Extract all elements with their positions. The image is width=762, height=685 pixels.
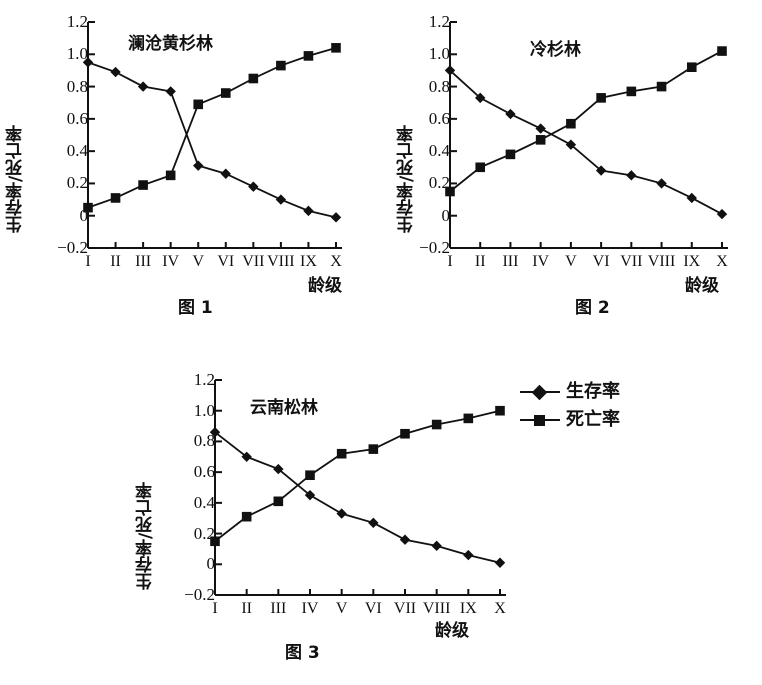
y-axis-tick: 0.6 xyxy=(428,108,450,128)
x-axis-tick: VIII xyxy=(422,600,451,617)
y-axis-tick: −0.2 xyxy=(57,238,88,257)
x-axis-tick: I xyxy=(447,253,453,270)
x-axis-tick: I xyxy=(85,253,91,270)
figure-caption-1: 图 1 xyxy=(178,298,213,318)
legend-item-mortality: 死亡率 xyxy=(520,406,620,434)
y-axis-tick: 0.2 xyxy=(428,173,450,193)
chart-title: 云南松林 xyxy=(250,398,318,418)
y-axis-tick: −0.2 xyxy=(419,238,450,257)
y-axis-tick: 1.2 xyxy=(66,12,88,31)
chart-plot-area-1 xyxy=(82,21,342,249)
x-axis-tick: VII xyxy=(620,253,643,270)
chart-title: 冷杉林 xyxy=(530,40,581,60)
y-axis-tick: 0 xyxy=(206,554,216,574)
legend-label-survival: 生存率 xyxy=(566,381,620,402)
x-axis-tick: V xyxy=(335,600,348,617)
legend-item-survival: 生存率 xyxy=(520,378,620,406)
x-axis-tick: IV xyxy=(162,253,180,270)
x-axis-label: 龄级 xyxy=(435,621,469,641)
y-axis-tick: 1.0 xyxy=(428,44,450,64)
x-axis-tick: V xyxy=(565,253,577,270)
y-axis-tick: 0.8 xyxy=(193,431,215,451)
y-axis-tick: 0.6 xyxy=(193,462,215,482)
x-axis-tick: VI xyxy=(217,253,235,270)
y-axis-tick: 1.0 xyxy=(66,44,88,64)
y-axis-tick: 1.0 xyxy=(193,400,215,420)
y-axis-tick: 0 xyxy=(441,205,451,225)
x-axis-tick: VI xyxy=(592,253,610,270)
x-axis-tick: IX xyxy=(459,600,477,617)
x-axis-tick: VIII xyxy=(647,253,676,270)
x-axis-tick: X xyxy=(330,253,342,270)
square-marker-icon xyxy=(520,413,560,427)
y-axis-tick: 0.2 xyxy=(66,173,88,193)
chart-plot-area-2 xyxy=(444,21,728,249)
x-axis-tick: III xyxy=(502,253,519,270)
legend-label-mortality: 死亡率 xyxy=(566,409,620,430)
figure-caption-2: 图 2 xyxy=(575,298,610,318)
chart-plot-area-3 xyxy=(209,379,506,596)
x-axis-tick: III xyxy=(135,253,152,270)
x-axis-tick: VIII xyxy=(267,253,295,270)
x-axis-tick: X xyxy=(716,253,728,270)
x-axis-label: 龄级 xyxy=(685,276,719,296)
x-axis-tick: VII xyxy=(393,600,417,617)
x-axis-tick: III xyxy=(270,600,287,617)
x-axis-tick: IV xyxy=(301,600,319,617)
x-axis-tick: V xyxy=(192,253,204,270)
x-axis-tick: I xyxy=(212,600,218,617)
y-axis-tick: −0.2 xyxy=(184,585,215,604)
x-axis-tick: II xyxy=(110,253,121,270)
legend: 生存率 死亡率 xyxy=(520,378,620,434)
y-axis-tick: 0.6 xyxy=(66,108,88,128)
y-axis-tick: 0 xyxy=(79,205,89,225)
x-axis-tick: VII xyxy=(242,253,265,270)
chart-title: 澜沧黄杉林 xyxy=(128,34,213,54)
x-axis-tick: X xyxy=(494,600,506,617)
x-axis-tick: VI xyxy=(364,600,382,617)
y-axis-tick: 0.4 xyxy=(193,492,215,512)
y-axis-tick: 0.4 xyxy=(66,141,88,161)
x-axis-tick: II xyxy=(241,600,252,617)
x-axis-label: 龄级 xyxy=(308,276,342,296)
y-axis-tick: 1.2 xyxy=(193,370,215,389)
y-axis-tick: 0.8 xyxy=(428,76,450,96)
y-axis-tick: 1.2 xyxy=(428,12,450,31)
y-axis-tick: 0.4 xyxy=(428,141,450,161)
x-axis-tick: II xyxy=(474,253,486,270)
y-axis-tick: 0.8 xyxy=(66,76,88,96)
diamond-marker-icon xyxy=(520,384,560,401)
x-axis-tick: IX xyxy=(683,253,701,270)
y-axis-tick: 0.2 xyxy=(193,523,215,543)
figure-caption-3: 图 3 xyxy=(285,643,320,663)
x-axis-tick: IV xyxy=(532,253,550,270)
x-axis-tick: IX xyxy=(299,253,317,270)
